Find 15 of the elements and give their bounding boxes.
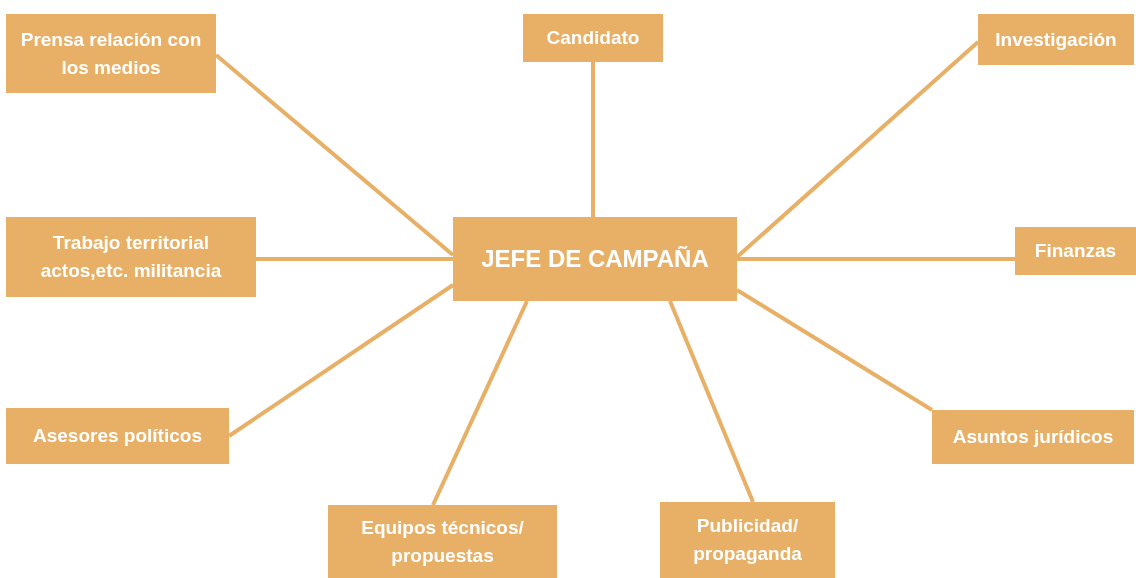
- role-box: Finanzas: [1015, 227, 1136, 275]
- connector-line: [256, 257, 453, 261]
- connector-line: [591, 62, 595, 217]
- connector-line: [431, 300, 529, 506]
- role-box: Equipos técnicos/ propuestas: [328, 505, 557, 578]
- role-box: Investigación: [978, 14, 1134, 65]
- connector-line: [737, 257, 1015, 261]
- connector-line: [668, 300, 755, 503]
- role-box: Asuntos jurídicos: [932, 410, 1134, 464]
- role-box: Prensa relación con los medios: [6, 14, 216, 93]
- role-box: Candidato: [523, 14, 663, 62]
- role-box: Publicidad/ propaganda: [660, 502, 835, 578]
- central-box: JEFE DE CAMPAÑA: [453, 217, 737, 301]
- role-box: Trabajo territorial actos,etc. militancia: [6, 217, 256, 297]
- role-box: Asesores políticos: [6, 408, 229, 464]
